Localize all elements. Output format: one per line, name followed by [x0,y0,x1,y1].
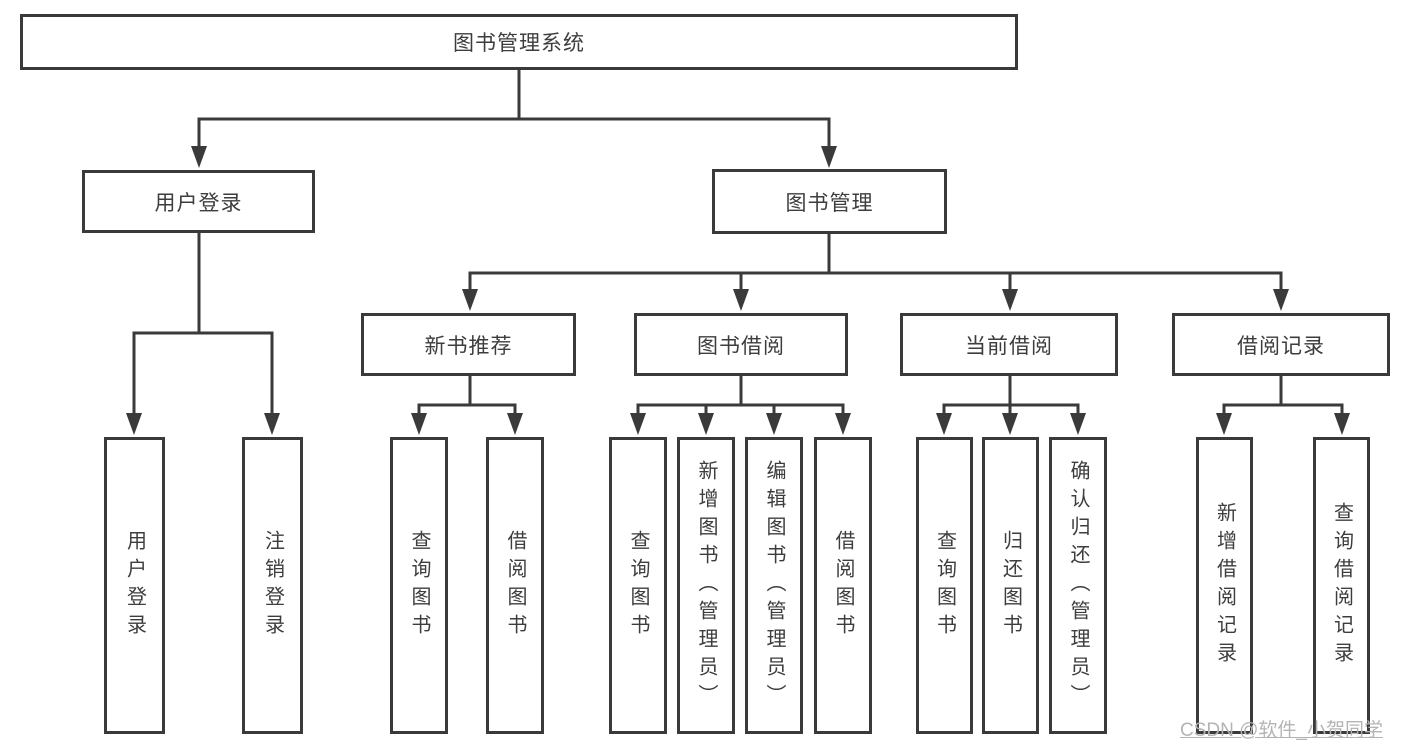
leaf-user-login: 用户登录 [104,437,165,734]
node-root: 图书管理系统 [20,14,1018,70]
node-new-book-recommend: 新书推荐 [361,313,576,376]
node-book-management: 图书管理 [712,169,947,234]
node-borrow-records-label: 借阅记录 [1237,334,1325,358]
leaf-return-book: 归还图书 [982,437,1039,734]
leaf-query-books-2-label: 查询图书 [627,529,649,642]
leaf-query-books-3: 查询图书 [916,437,973,734]
leaf-edit-book-admin: 编辑图书（管理员） [745,437,803,734]
node-current-borrow-label: 当前借阅 [965,334,1053,358]
leaf-query-books-3-label: 查询图书 [933,529,956,642]
leaf-logout: 注销登录 [242,437,303,734]
node-user-login-label: 用户登录 [154,191,243,215]
node-root-label: 图书管理系统 [453,32,585,55]
node-borrow-records: 借阅记录 [1172,313,1390,376]
leaf-edit-book-admin-label: 编辑图书（管理员） [763,459,785,712]
leaf-logout-label: 注销登录 [261,529,284,642]
leaf-add-book-admin: 新增图书（管理员） [677,437,735,734]
leaf-query-books-1-label: 查询图书 [408,529,430,642]
leaf-confirm-return-admin: 确认归还（管理员） [1049,437,1107,734]
leaf-confirm-return-admin-label: 确认归还（管理员） [1067,459,1089,712]
leaf-query-borrow-record-label: 查询借阅记录 [1330,501,1353,670]
leaf-borrow-books-1: 借阅图书 [486,437,544,734]
leaf-user-login-label: 用户登录 [123,529,146,642]
node-new-book-recommend-label: 新书推荐 [424,334,513,358]
csdn-watermark: CSDN @软件_小贺同学 [1180,720,1383,741]
leaf-query-borrow-record: 查询借阅记录 [1313,437,1370,734]
leaf-add-book-admin-label: 新增图书（管理员） [695,459,717,712]
leaf-add-borrow-record-label: 新增借阅记录 [1213,501,1236,670]
leaf-query-books-1: 查询图书 [390,437,448,734]
node-book-borrow-label: 图书借阅 [697,334,785,358]
leaf-borrow-books-2-label: 借阅图书 [832,529,854,642]
leaf-query-books-2: 查询图书 [609,437,667,734]
node-book-borrow: 图书借阅 [634,313,848,376]
node-user-login: 用户登录 [82,170,315,233]
leaf-borrow-books-2: 借阅图书 [814,437,872,734]
leaf-borrow-books-1-label: 借阅图书 [504,529,526,642]
leaf-return-book-label: 归还图书 [999,529,1022,642]
leaf-add-borrow-record: 新增借阅记录 [1196,437,1253,734]
node-current-borrow: 当前借阅 [900,313,1118,376]
node-book-management-label: 图书管理 [785,191,874,215]
